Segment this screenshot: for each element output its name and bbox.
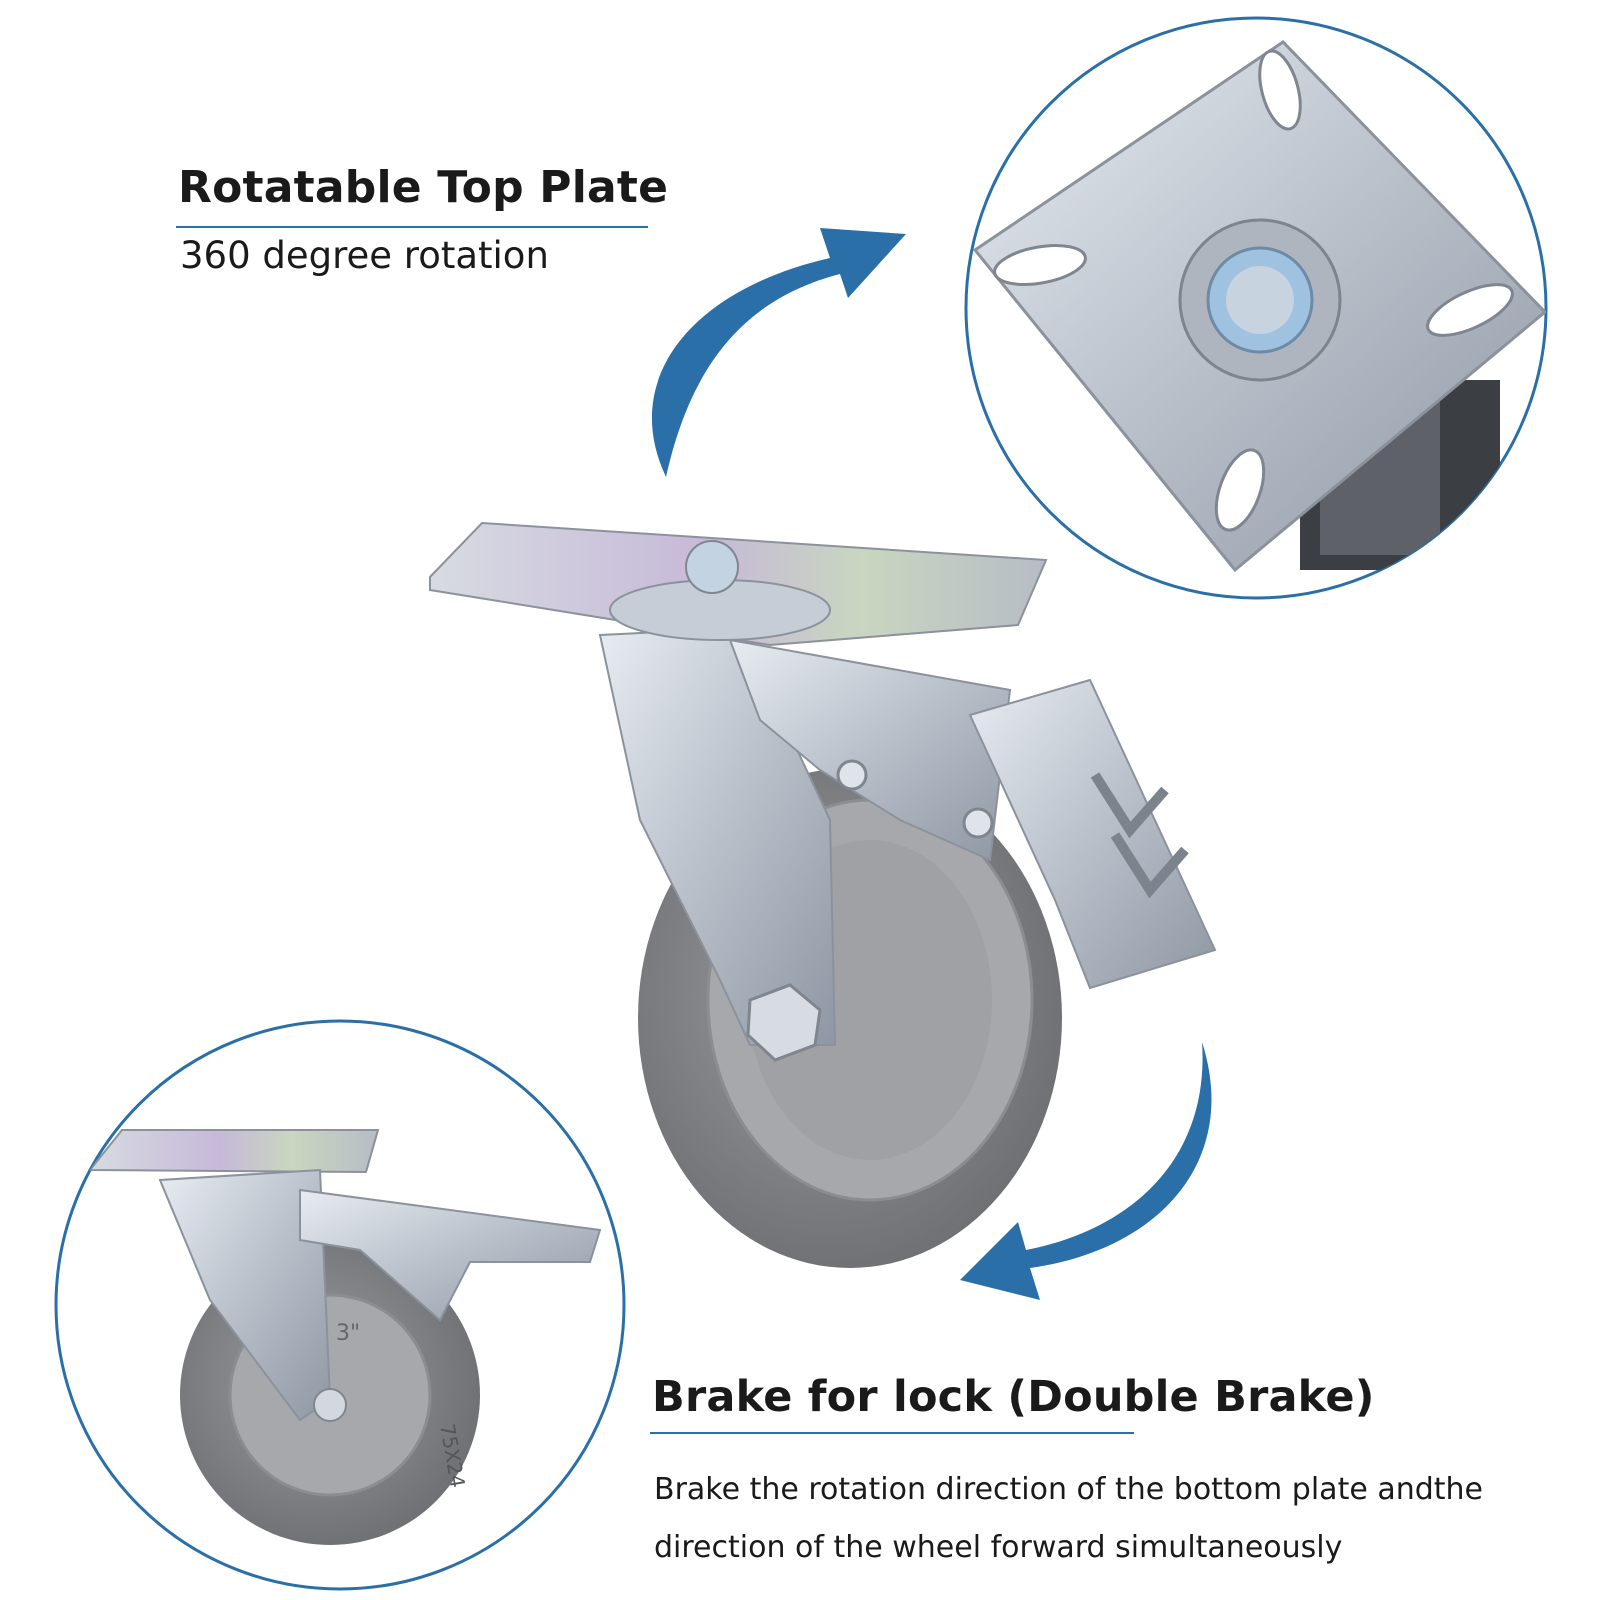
bottom-feature-underline — [650, 1432, 1134, 1434]
description-line-1: Brake the rotation direction of the bott… — [654, 1472, 1483, 1507]
rotation-arrow-icon — [960, 1042, 1212, 1300]
description-line-2: direction of the wheel forward simultane… — [654, 1530, 1343, 1565]
bottom-feature-title: Brake for lock (Double Brake) — [652, 1372, 1375, 1422]
top-feature-subtitle: 360 degree rotation — [180, 234, 549, 277]
brake-detail-circle: 75X24 3" — [54, 1019, 626, 1591]
bottom-feature-description: Brake the rotation direction of the bott… — [654, 1461, 1574, 1577]
top-plate-detail-circle — [964, 16, 1548, 600]
rotation-arrow-icon — [651, 228, 906, 477]
main-caster-wheel — [429, 521, 1217, 1268]
leg-size-marking: 3" — [336, 1321, 360, 1346]
top-feature-underline — [176, 226, 648, 228]
top-feature-title: Rotatable Top Plate — [178, 162, 669, 213]
